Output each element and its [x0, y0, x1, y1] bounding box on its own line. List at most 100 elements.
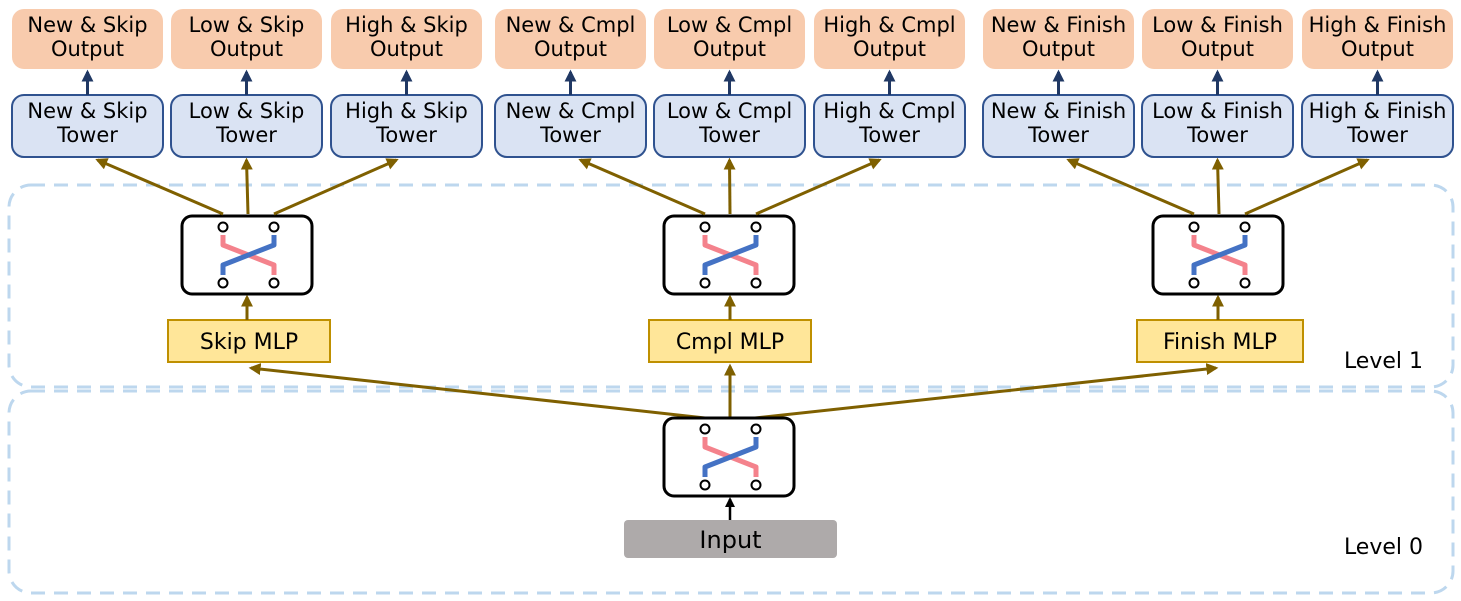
skip-mlp-label: Skip MLP [200, 330, 298, 355]
finish-tower-1-label-line-2: Tower [1027, 123, 1089, 147]
finish-output-1-label-line-1: New & Finish [991, 13, 1126, 37]
cmpl-tower-3-label-line-2: Tower [858, 123, 920, 147]
skip-output-2-box [171, 9, 322, 69]
skip-tower-1-label-line-2: Tower [56, 123, 118, 147]
skip-tower-2-label-line-2: Tower [215, 123, 277, 147]
level1-label: Level 1 [1344, 349, 1423, 374]
finish-switch-port-2 [1188, 277, 1200, 289]
finish-output-2-label-line-1: Low & Finish [1152, 13, 1283, 37]
skip-switch-to-tower-1-arrow [95, 158, 224, 216]
skip-switch [180, 214, 314, 296]
cmpl-switch-port-2 [699, 277, 711, 289]
finish-switch-port-3 [1239, 277, 1251, 289]
skip-output-3-box [331, 9, 482, 69]
finish-output-3-box [1302, 9, 1453, 69]
cmpl-switch [662, 214, 796, 296]
finish-switch [1151, 214, 1285, 296]
skip-switch-port-3 [268, 277, 280, 289]
input-switch-port-2 [699, 479, 711, 491]
skip-switch-port-0 [217, 221, 229, 233]
input-switch-blue-path [702, 437, 759, 477]
input-switch-to-mlp-arrows [248, 363, 1219, 420]
cmpl-tower-3-label-line-1: High & Cmpl [823, 99, 955, 123]
finish-tower-3-label-line-1: High & Finish [1309, 99, 1447, 123]
cmpl-output-3-label-line-2: Output [853, 37, 926, 61]
finish-mlp-label: Finish MLP [1163, 330, 1277, 355]
finish-switch-port-0 [1188, 221, 1200, 233]
finish-tower-3-label-line-2: Tower [1346, 123, 1408, 147]
skip-tower-3-label-line-1: High & Skip [345, 99, 468, 123]
finish-output-3-label-line-1: High & Finish [1309, 13, 1447, 37]
skip-switch-port-1 [268, 221, 280, 233]
finish-switch-blue-path [1191, 235, 1248, 275]
input-switch [662, 416, 796, 498]
finish-tower-1-label-line-1: New & Finish [991, 99, 1126, 123]
skip-tower-1-label-line-1: New & Skip [27, 99, 147, 123]
input-switch [662, 416, 796, 498]
cmpl-switch-blue-path [702, 235, 759, 275]
cmpl-output-3-box [814, 9, 965, 69]
skip-output-3-label-line-1: High & Skip [345, 13, 468, 37]
cmpl-output-2-box [654, 9, 805, 69]
skip-mlp-box [167, 319, 331, 363]
finish-output-3-label-line-2: Output [1341, 37, 1414, 61]
cmpl-output-2-label-line-1: Low & Cmpl [667, 13, 792, 37]
cmpl-mlp-label: Cmpl MLP [676, 330, 784, 355]
level0-label: Level 0 [1344, 535, 1423, 560]
skip-output-1-label-line-1: New & Skip [27, 13, 147, 37]
finish-switch-port-1 [1239, 221, 1251, 233]
skip-tower-3-label-line-2: Tower [375, 123, 437, 147]
cmpl-tower-2-label-line-2: Tower [698, 123, 760, 147]
finish-tower-2-label-line-2: Tower [1186, 123, 1248, 147]
cmpl-switch-to-tower-1-arrow [578, 158, 706, 216]
cmpl-tower-2-label-line-1: Low & Cmpl [667, 99, 792, 123]
finish-tower-2-label-line-1: Low & Finish [1152, 99, 1283, 123]
finish-output-1-label-line-2: Output [1022, 37, 1095, 61]
skip-switch-blue-path [220, 235, 277, 275]
cmpl-tower-1-label-line-1: New & Cmpl [506, 99, 636, 123]
finish-switch-to-tower-3-arrow [1244, 158, 1370, 216]
arrow-to-skip-mlp [248, 363, 706, 420]
input-label: Input [699, 526, 761, 554]
input-switch-port-0 [699, 423, 711, 435]
finish-switch-to-tower-1-arrow [1066, 158, 1195, 216]
finish-output-1-box [983, 9, 1134, 69]
skip-output-1-label-line-2: Output [51, 37, 124, 61]
input-switch-port-1 [750, 423, 762, 435]
skip-output-3-label-line-2: Output [370, 37, 443, 61]
cmpl-switch-port-3 [750, 277, 762, 289]
input-box [624, 520, 837, 558]
finish-output-2-box [1142, 9, 1293, 69]
cmpl-switch-to-tower-3-arrow [755, 158, 882, 216]
finish-mlp-box [1136, 319, 1304, 363]
finish-switch-to-tower-2-arrow [1211, 157, 1224, 215]
cmpl-tower-1-label-line-2: Tower [539, 123, 601, 147]
input-switch-port-3 [750, 479, 762, 491]
cmpl-switch-port-0 [699, 221, 711, 233]
cmpl-output-3-label-line-1: High & Cmpl [823, 13, 955, 37]
cmpl-output-1-label-line-2: Output [534, 37, 607, 61]
skip-output-2-label-line-1: Low & Skip [189, 13, 305, 37]
cmpl-output-1-label-line-1: New & Cmpl [506, 13, 636, 37]
skip-tower-2-label-line-1: Low & Skip [189, 99, 305, 123]
